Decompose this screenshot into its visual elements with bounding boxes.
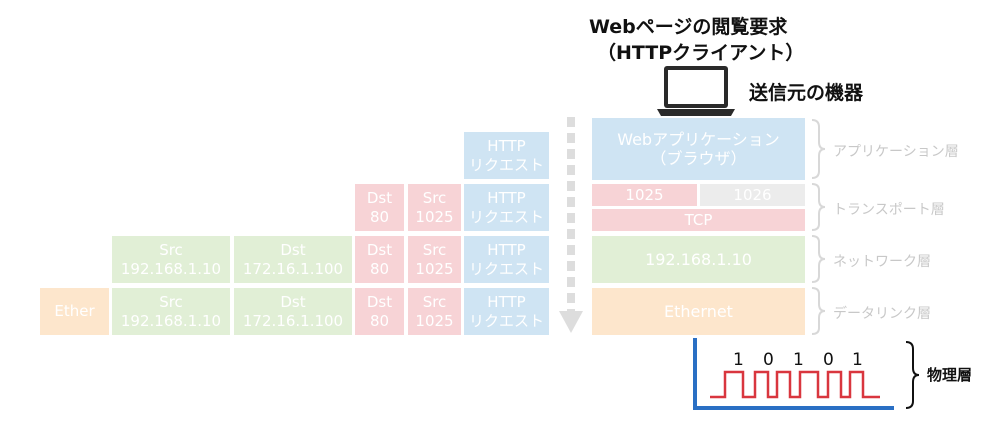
- ip-address-label: 192.168.1.10: [645, 250, 752, 269]
- tcp-src-port-cell: Src 1025: [408, 288, 461, 335]
- src-label: Src: [159, 292, 183, 311]
- ether-label: Ether: [54, 302, 95, 320]
- src-label: Src: [422, 240, 447, 259]
- request-title-line2: （HTTPクライアント）: [597, 42, 805, 64]
- src-port-value: 1025: [415, 207, 454, 226]
- cable-line: [693, 338, 894, 410]
- dst-ip-value: 172.16.1.100: [242, 259, 344, 278]
- ethernet-label: Ethernet: [664, 302, 733, 321]
- http-request-cell: HTTP リクエスト: [464, 184, 549, 231]
- physical-bit: 1: [793, 350, 804, 370]
- tcp-src-port-cell: Src 1025: [408, 184, 461, 231]
- port-1025-box: 1025: [592, 184, 697, 206]
- physical-bit: 0: [763, 350, 774, 370]
- ip-src-cell: Src 192.168.1.10: [112, 288, 230, 335]
- ip-dst-cell: Dst 172.16.1.100: [234, 288, 352, 335]
- dst-port-value: 80: [369, 259, 390, 278]
- signal-waveform: [710, 370, 880, 399]
- request-label: リクエスト: [468, 259, 544, 278]
- datalink-layer-label: データリンク層: [833, 306, 931, 322]
- physical-layer-label: 物理層: [927, 366, 973, 384]
- request-label: リクエスト: [468, 311, 544, 330]
- dst-port-value: 80: [369, 311, 390, 330]
- tcp-dst-port-cell: Dst 80: [355, 236, 404, 283]
- physical-bit: 1: [733, 350, 744, 370]
- web-application-label: Webアプリケーション: [617, 130, 780, 149]
- src-label: Src: [422, 188, 447, 207]
- network-bracket: [811, 235, 826, 283]
- request-label: リクエスト: [468, 155, 544, 174]
- src-label: Src: [422, 292, 447, 311]
- port-1025-label: 1025: [625, 185, 664, 204]
- dst-label: Dst: [366, 292, 393, 311]
- tcp-dst-port-cell: Dst 80: [355, 184, 404, 231]
- request-label: リクエスト: [468, 207, 544, 226]
- down-arrow-icon: [559, 117, 583, 333]
- application-layer-label: アプリケーション層: [833, 144, 959, 160]
- application-bracket: [811, 119, 826, 179]
- physical-bit: 0: [823, 350, 834, 370]
- src-label: Src: [159, 240, 183, 259]
- http-label: HTTP: [487, 136, 526, 155]
- request-title-line1: Webページの閲覧要求: [589, 16, 788, 38]
- tcp-stack-box: TCP: [592, 209, 805, 231]
- dst-ip-value: 172.16.1.100: [242, 311, 344, 330]
- layer-brackets: [811, 119, 826, 335]
- dst-label: Dst: [280, 292, 306, 311]
- ether-header-cell: Ether: [40, 288, 109, 335]
- browser-label: （ブラウザ）: [650, 149, 747, 168]
- tcp-label: TCP: [684, 210, 713, 229]
- sender-device-label: 送信元の機器: [749, 82, 864, 104]
- physical-bit: 1: [852, 350, 863, 370]
- transport-layer-label: トランスポート層: [833, 202, 945, 218]
- src-port-value: 1025: [415, 259, 454, 278]
- datalink-stack-box: Ethernet: [592, 288, 805, 335]
- transport-bracket: [811, 183, 826, 231]
- port-1026-box: 1026: [700, 184, 805, 206]
- port-1026-label: 1026: [733, 185, 772, 204]
- dst-label: Dst: [366, 240, 393, 259]
- dst-label: Dst: [280, 240, 306, 259]
- dst-label: Dst: [366, 188, 393, 207]
- http-label: HTTP: [487, 292, 526, 311]
- application-stack-box: Webアプリケーション （ブラウザ）: [592, 118, 805, 180]
- ip-dst-cell: Dst 172.16.1.100: [234, 236, 352, 283]
- tcp-dst-port-cell: Dst 80: [355, 288, 404, 335]
- http-request-cell: HTTP リクエスト: [464, 132, 549, 179]
- laptop-icon: [657, 66, 735, 116]
- tcp-src-port-cell: Src 1025: [408, 236, 461, 283]
- dst-port-value: 80: [369, 207, 390, 226]
- src-port-value: 1025: [415, 311, 454, 330]
- network-stack-box: 192.168.1.10: [592, 236, 805, 283]
- physical-bracket: [905, 341, 920, 409]
- ip-src-cell: Src 192.168.1.10: [112, 236, 230, 283]
- http-request-cell: HTTP リクエスト: [464, 288, 549, 335]
- network-layer-label: ネットワーク層: [833, 254, 931, 270]
- http-label: HTTP: [487, 240, 526, 259]
- http-label: HTTP: [487, 188, 526, 207]
- src-ip-value: 192.168.1.10: [120, 311, 222, 330]
- http-request-cell: HTTP リクエスト: [464, 236, 549, 283]
- datalink-bracket: [811, 287, 826, 335]
- src-ip-value: 192.168.1.10: [120, 259, 222, 278]
